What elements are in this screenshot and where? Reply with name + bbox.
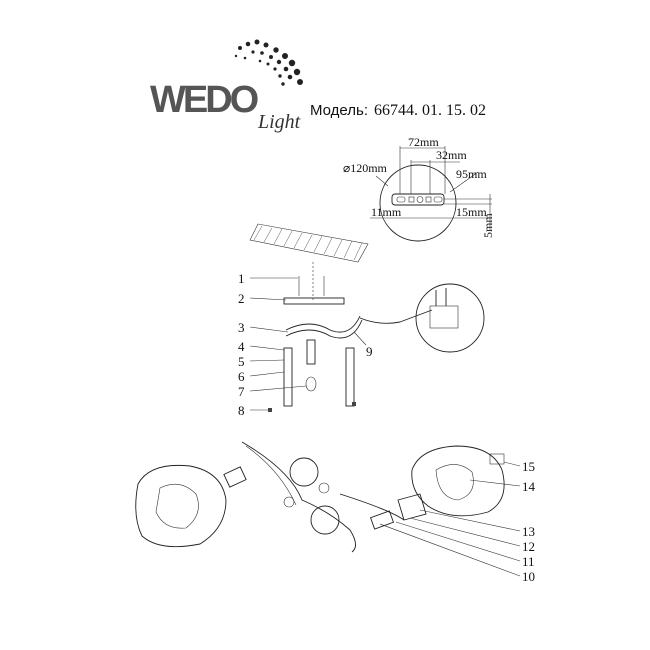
part-label-13: 13 bbox=[522, 524, 535, 539]
dim-11: 11mm bbox=[371, 205, 402, 219]
part-label-9: 9 bbox=[366, 344, 373, 359]
logo-swirl-dots bbox=[234, 39, 303, 86]
wedo-light-logo: WEDO Light bbox=[150, 39, 303, 133]
exploded-assembly bbox=[268, 262, 485, 412]
model-label: Модель: bbox=[310, 102, 368, 119]
part-label-12: 12 bbox=[522, 539, 535, 554]
chandelier-view bbox=[135, 441, 505, 553]
part-label-3: 3 bbox=[238, 320, 245, 335]
mounting-plate-detail: 72mm 32mm ⌀120mm 95mm 11mm 15mm 5mm bbox=[343, 135, 495, 242]
model-number: 66744. 01. 15. 02 bbox=[374, 102, 486, 119]
dim-diameter: ⌀120mm bbox=[343, 161, 388, 175]
part-label-7: 7 bbox=[238, 384, 245, 399]
part-label-10: 10 bbox=[522, 569, 535, 584]
part-label-8: 8 bbox=[238, 403, 245, 418]
part-label-5: 5 bbox=[238, 354, 245, 369]
part-label-15: 15 bbox=[522, 459, 535, 474]
part-label-4: 4 bbox=[238, 339, 245, 354]
dim-72: 72mm bbox=[408, 135, 439, 149]
part-label-6: 6 bbox=[238, 369, 245, 384]
leader-lines bbox=[249, 277, 521, 577]
part-labels: 1 2 3 4 5 6 7 8 9 10 11 12 13 14 15 bbox=[238, 271, 536, 584]
part-label-2: 2 bbox=[238, 291, 245, 306]
dim-15: 15mm bbox=[456, 205, 487, 219]
dim-95: 95mm bbox=[456, 167, 487, 181]
part-label-14: 14 bbox=[522, 479, 536, 494]
ceiling-hatch bbox=[249, 223, 369, 263]
dim-32: 32mm bbox=[436, 148, 467, 162]
part-label-11: 11 bbox=[522, 554, 535, 569]
logo-sub: Light bbox=[257, 111, 301, 133]
dim-5: 5mm bbox=[481, 213, 495, 238]
part-label-1: 1 bbox=[238, 271, 245, 286]
logo-brand: WEDO bbox=[150, 79, 258, 121]
